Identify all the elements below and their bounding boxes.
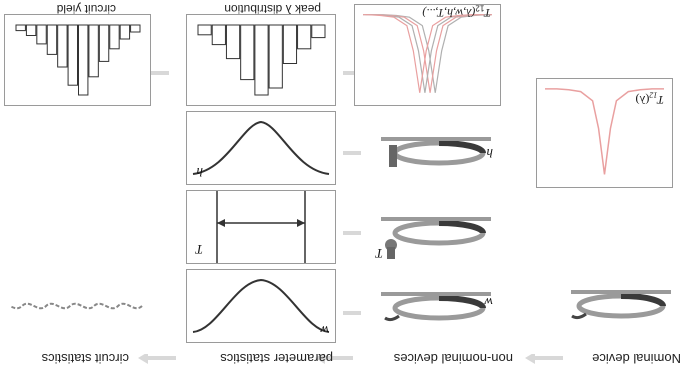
arrow-small-1 (343, 311, 361, 315)
peak-bar-8 (197, 24, 212, 36)
yield-bar-5 (78, 24, 89, 96)
yield-bar-6 (67, 24, 78, 86)
peak-bar-7 (211, 24, 226, 46)
nominal-transfer-label: T12(λ) (635, 90, 665, 107)
yield-histogram (15, 24, 141, 96)
yield-bar-11 (15, 24, 26, 32)
param-label-h: h (196, 165, 204, 180)
peak-bar-6 (225, 24, 241, 60)
peak-distribution-plot (186, 14, 336, 106)
param-plot-w: w (186, 269, 336, 343)
nominal-transfer-plot: T12(λ) (536, 78, 673, 188)
circuit-chain (6, 293, 146, 318)
peak-bar-1 (297, 24, 312, 50)
arrow-small-5 (151, 71, 169, 75)
arrow-small-2 (343, 231, 361, 235)
peak-bar-2 (282, 24, 298, 64)
yield-bar-0 (130, 24, 141, 33)
circuit-yield-plot (4, 14, 151, 106)
param-transfer-line-3 (363, 14, 485, 93)
arrow-right-3 (138, 354, 176, 364)
parameter-transfer-label: T12(λ,w,h,T,...) (422, 3, 491, 20)
peak-bar-5 (240, 24, 255, 81)
peak-histogram (197, 24, 326, 96)
non-nominal-ring-w: w (371, 285, 501, 330)
peak-bar-4 (254, 24, 269, 96)
label-non-nominal-devices: non-nominal devices (393, 351, 513, 366)
parameter-transfer-curves (363, 14, 492, 93)
yield-bar-8 (46, 24, 58, 55)
yield-bar-2 (109, 24, 120, 50)
yield-bar-7 (57, 24, 68, 68)
arrow-right-2 (315, 354, 353, 364)
yield-bar-3 (98, 24, 110, 62)
non-nominal-ring-T: T (371, 203, 501, 263)
label-nominal-device: Nominal device (592, 351, 681, 366)
arrow-small-3 (343, 151, 361, 155)
device-tag-T: T (375, 246, 383, 261)
non-nominal-ring-h: h (371, 123, 501, 183)
yield-bar-9 (36, 24, 47, 45)
peak-bar-0 (311, 24, 326, 39)
yield-bar-1 (119, 24, 131, 40)
parameter-transfer-plot (354, 4, 501, 106)
device-tag-h: h (486, 146, 494, 161)
param-plot-T: T (186, 190, 336, 264)
circuit-yield-label: circuit yield (56, 2, 116, 16)
peak-bar-3 (268, 24, 283, 89)
label-parameter-statistics: parameter statistics (220, 351, 333, 366)
yield-bar-4 (88, 24, 99, 78)
arrow-right-1 (525, 354, 563, 364)
nominal-transfer-curve (545, 88, 664, 175)
arrow-small-4 (343, 71, 361, 75)
param-plot-h: h (186, 111, 336, 185)
device-tag-w: w (484, 295, 493, 310)
yield-bar-10 (25, 24, 37, 36)
peak-distribution-label: peak λ distribution (224, 2, 321, 16)
param-label-w: w (320, 323, 329, 338)
nominal-ring-device (561, 283, 681, 328)
param-label-T: T (195, 242, 203, 257)
label-circuit-statistics: circuit statistics (41, 351, 129, 366)
nominal-transfer-line (545, 88, 664, 175)
